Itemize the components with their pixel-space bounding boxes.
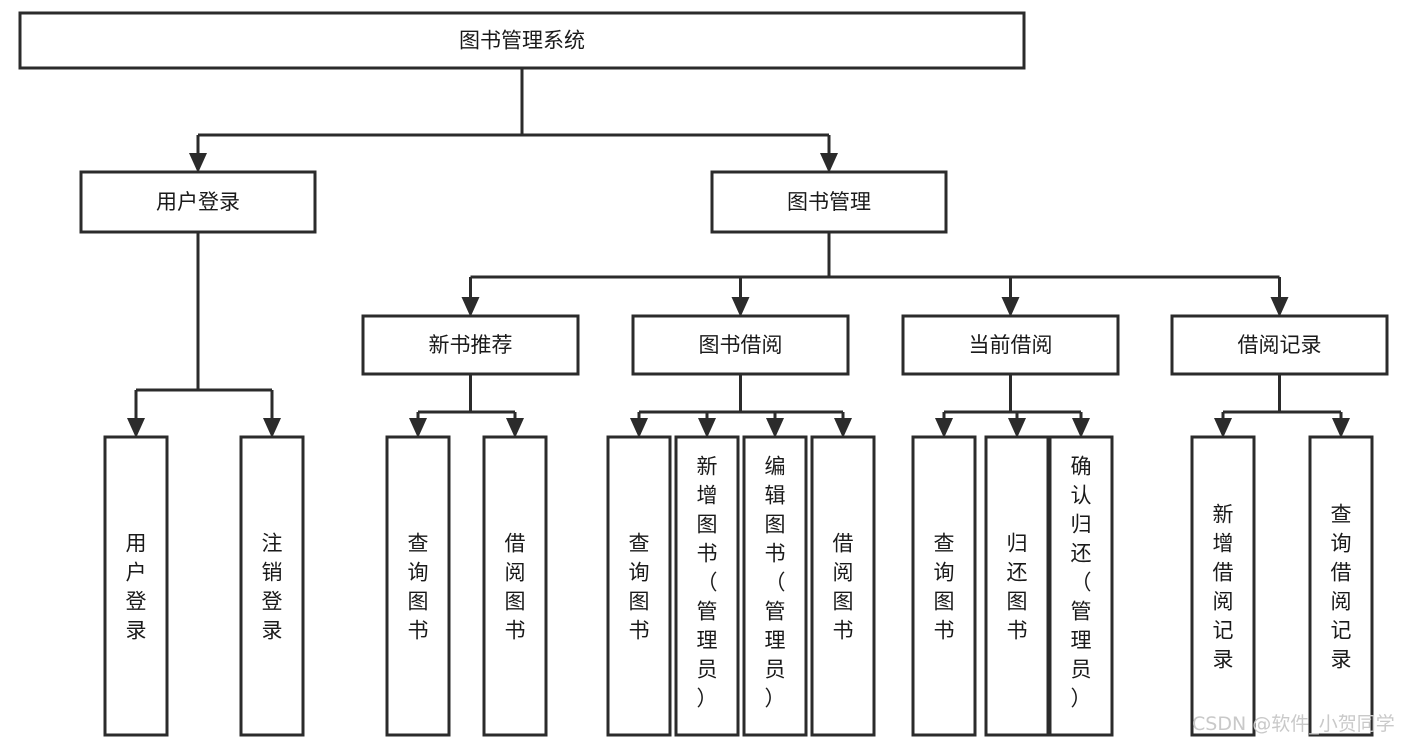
node-label-leaf-add-record: 新增借阅记录	[1213, 503, 1234, 672]
arrow-head-icon	[127, 418, 145, 438]
node-label-leaf-edit-book: 编辑图书（管理员）	[765, 455, 786, 711]
connectors-layer	[127, 68, 1350, 438]
node-leaf-confirm-return[interactable]: 确认归还（管理员）	[1048, 435, 1114, 737]
arrow-head-icon	[935, 418, 953, 438]
node-box-leaf-borrow-book-2	[810, 435, 876, 737]
node-box-leaf-query-book-3	[911, 435, 977, 737]
connector-group	[127, 232, 281, 438]
arrow-head-icon	[1214, 418, 1232, 438]
node-label-current-borrow: 当前借阅	[969, 333, 1053, 357]
node-box-leaf-add-record	[1190, 435, 1256, 737]
nodes-layer: 图书管理系统用户登录图书管理新书推荐图书借阅当前借阅借阅记录用户登录注销登录查询…	[18, 11, 1389, 737]
node-label-leaf-confirm-return: 确认归还（管理员）	[1071, 455, 1092, 711]
arrow-head-icon	[1072, 418, 1090, 438]
node-label-leaf-add-book: 新增图书（管理员）	[697, 455, 718, 711]
node-box-book-manage	[710, 170, 948, 234]
node-leaf-query-book-1[interactable]: 查询图书	[385, 435, 451, 737]
node-label-new-book-recommend: 新书推荐	[429, 333, 513, 357]
node-leaf-edit-book[interactable]: 编辑图书（管理员）	[742, 435, 808, 737]
connector-group	[1214, 374, 1350, 438]
node-box-leaf-logout	[239, 435, 305, 737]
node-label-leaf-query-book-3: 查询图书	[934, 532, 955, 643]
node-label-borrow-record: 借阅记录	[1238, 333, 1322, 357]
node-label-book-manage: 图书管理	[787, 190, 871, 214]
arrow-head-icon	[834, 418, 852, 438]
node-user-login[interactable]: 用户登录	[79, 170, 317, 234]
connector-group	[935, 374, 1090, 438]
connector-group	[461, 232, 1289, 317]
node-book-manage[interactable]: 图书管理	[710, 170, 948, 234]
node-leaf-logout[interactable]: 注销登录	[239, 435, 305, 737]
arrow-head-icon	[506, 418, 524, 438]
node-leaf-add-book[interactable]: 新增图书（管理员）	[674, 435, 740, 737]
node-root[interactable]: 图书管理系统	[18, 11, 1026, 70]
node-box-current-borrow	[901, 314, 1120, 376]
node-box-borrow-record	[1170, 314, 1389, 376]
node-label-leaf-borrow-book-1: 借阅图书	[505, 532, 526, 643]
arrow-head-icon	[1332, 418, 1350, 438]
node-book-borrow[interactable]: 图书借阅	[631, 314, 850, 376]
node-box-user-login	[79, 170, 317, 234]
node-label-leaf-return-book: 归还图书	[1007, 532, 1028, 643]
node-box-leaf-borrow-book-1	[482, 435, 548, 737]
node-box-leaf-add-book	[674, 435, 740, 737]
csdn-watermark: CSDN @软件_小贺同学	[1192, 713, 1395, 735]
node-label-book-borrow: 图书借阅	[699, 333, 783, 357]
node-box-leaf-user-login	[103, 435, 169, 737]
connector-group	[409, 374, 524, 438]
node-label-leaf-query-record: 查询借阅记录	[1331, 503, 1352, 672]
arrow-head-icon	[1008, 418, 1026, 438]
node-label-user-login: 用户登录	[156, 190, 240, 214]
node-box-leaf-confirm-return	[1048, 435, 1114, 737]
arrow-head-icon	[409, 418, 427, 438]
node-label-leaf-query-book-1: 查询图书	[408, 532, 429, 643]
node-label-root: 图书管理系统	[459, 29, 585, 53]
arrow-head-icon	[1001, 297, 1020, 317]
node-leaf-borrow-book-2[interactable]: 借阅图书	[810, 435, 876, 737]
node-leaf-add-record[interactable]: 新增借阅记录	[1190, 435, 1256, 737]
node-label-leaf-borrow-book-2: 借阅图书	[833, 532, 854, 643]
node-box-leaf-return-book	[984, 435, 1050, 737]
node-label-leaf-logout: 注销登录	[262, 532, 283, 643]
node-box-root	[18, 11, 1026, 70]
arrow-head-icon	[189, 153, 207, 173]
connector-group	[630, 374, 852, 438]
node-current-borrow[interactable]: 当前借阅	[901, 314, 1120, 376]
node-leaf-borrow-book-1[interactable]: 借阅图书	[482, 435, 548, 737]
node-label-leaf-user-login: 用户登录	[126, 532, 147, 643]
arrow-head-icon	[630, 418, 648, 438]
connector-group	[189, 68, 838, 173]
arrow-head-icon	[461, 297, 480, 317]
arrow-head-icon	[731, 297, 750, 317]
arrow-head-icon	[698, 418, 716, 438]
node-box-book-borrow	[631, 314, 850, 376]
node-box-leaf-query-book-2	[606, 435, 672, 737]
arrow-head-icon	[820, 153, 838, 173]
arrow-head-icon	[766, 418, 784, 438]
arrow-head-icon	[263, 418, 281, 438]
node-label-leaf-query-book-2: 查询图书	[629, 532, 650, 643]
node-box-leaf-query-book-1	[385, 435, 451, 737]
node-leaf-query-book-2[interactable]: 查询图书	[606, 435, 672, 737]
node-box-new-book-recommend	[361, 314, 580, 376]
node-leaf-query-record[interactable]: 查询借阅记录	[1308, 435, 1374, 737]
node-box-leaf-edit-book	[742, 435, 808, 737]
node-new-book-recommend[interactable]: 新书推荐	[361, 314, 580, 376]
node-borrow-record[interactable]: 借阅记录	[1170, 314, 1389, 376]
node-leaf-return-book[interactable]: 归还图书	[984, 435, 1050, 737]
arrow-head-icon	[1270, 297, 1289, 317]
node-leaf-user-login[interactable]: 用户登录	[103, 435, 169, 737]
node-box-leaf-query-record	[1308, 435, 1374, 737]
node-leaf-query-book-3[interactable]: 查询图书	[911, 435, 977, 737]
